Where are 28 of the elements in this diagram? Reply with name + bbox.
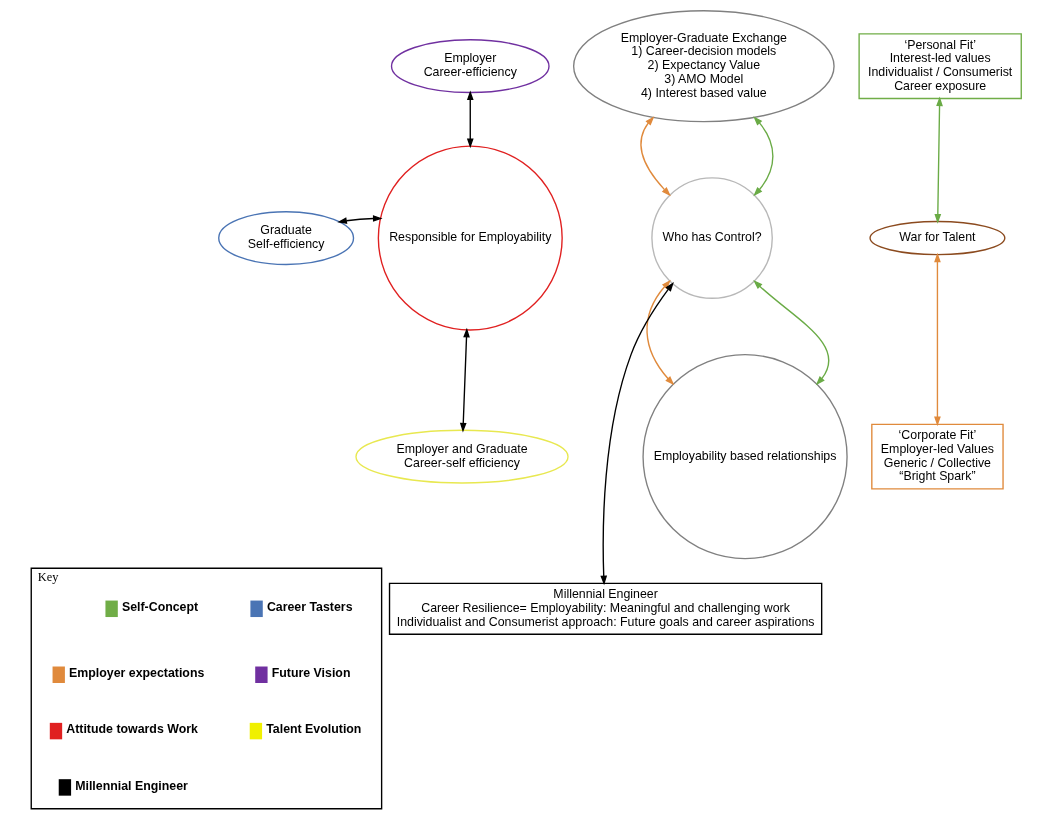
node-circle: Who has Control?	[650, 177, 773, 299]
arrow	[752, 116, 774, 197]
arrow	[336, 215, 383, 225]
arrow	[933, 252, 941, 427]
node-ellipse: Graduate Self-efficiency	[217, 211, 354, 266]
legend-label: Employer expectations	[68, 666, 204, 681]
legend-label: Self-Concept	[121, 600, 198, 615]
node-box: Millennial Engineer Career Resilience= Employability: Meaningful and challenging work Individualist and Consumerist approach: Future goals and career aspirations	[388, 582, 822, 635]
node-box: ‘Personal Fit’ Interest-led values Individualist / Consumerist Career exposure	[857, 33, 1022, 100]
arrow	[639, 116, 671, 197]
node-ellipse: Employer and Graduate Career-self efficiency	[354, 429, 569, 484]
node-ellipse: War for Talent	[868, 220, 1005, 256]
legend-label: Future Vision	[271, 666, 350, 681]
legend-label: Attitude towards Work	[65, 722, 198, 737]
node-ellipse: Employer Career-efficiency	[390, 39, 550, 94]
legend-label: Career Tasters	[266, 600, 353, 615]
legend-label: Millennial Engineer	[74, 778, 188, 793]
legend-label: Talent Evolution	[265, 722, 361, 737]
node-circle: Employability based relationships	[641, 353, 848, 560]
arrow	[466, 90, 474, 149]
node-ellipse: Employer-Graduate Exchange 1) Career-decision models 2) Expectancy Value 3) AMO Model 4) Interest based value	[572, 10, 835, 123]
arrow	[645, 279, 674, 386]
arrow	[933, 96, 943, 224]
arrow	[459, 327, 470, 433]
node-circle: Responsible for Employability	[377, 145, 563, 331]
arrow	[752, 279, 829, 386]
node-box: ‘Corporate Fit’ Employer-led Values Generic / Collective “Bright Spark”	[870, 423, 1004, 490]
arrow	[599, 281, 674, 586]
